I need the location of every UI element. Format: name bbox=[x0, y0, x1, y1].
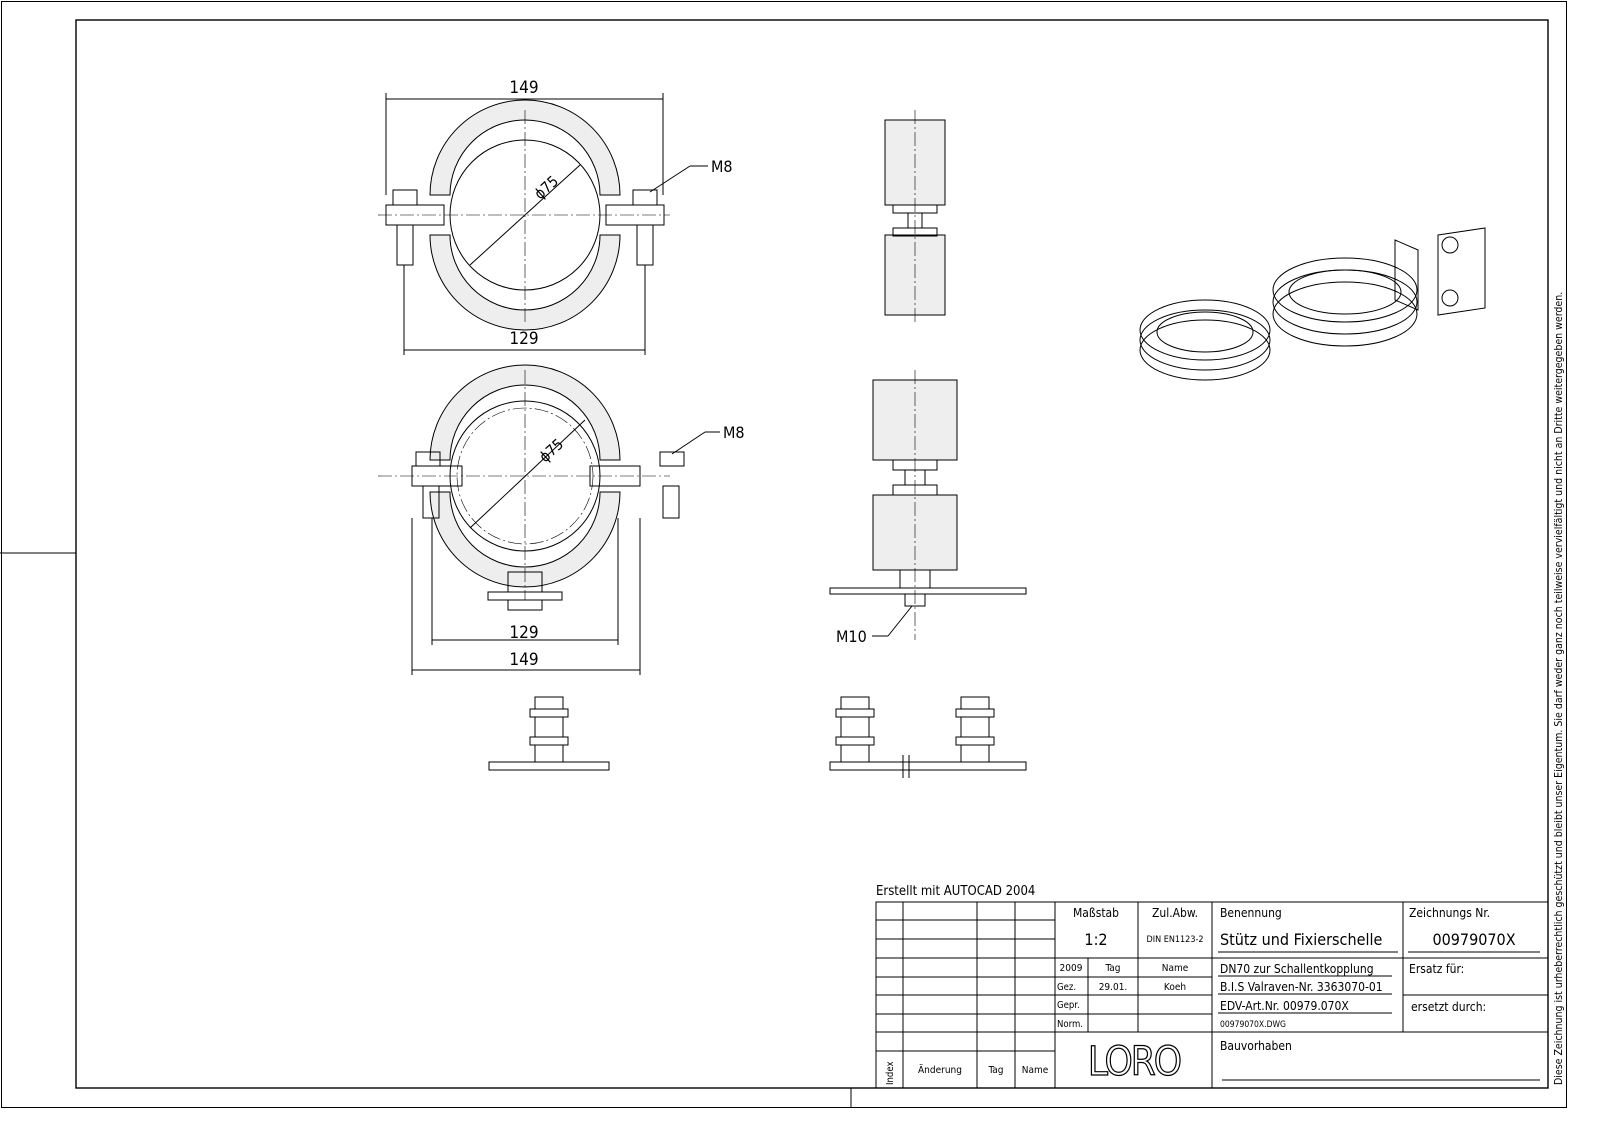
inner-frame bbox=[75, 19, 1549, 1089]
thread-m8-bottom: M8 bbox=[723, 423, 745, 442]
scale-label: Maßstab bbox=[1073, 906, 1119, 920]
title-block: Maßstab 1:2 Zul.Abw. DIN EN1123-2 Benenn… bbox=[875, 901, 1549, 1089]
drawing-no-value: 00979070X bbox=[1432, 930, 1515, 949]
clamp-side-view-bottom: M10 bbox=[829, 370, 1027, 646]
desc-line-2: B.I.S Valraven-Nr. 3363070-01 bbox=[1220, 980, 1383, 994]
norm-label: Norm. bbox=[1057, 1019, 1083, 1030]
desc-line-3: EDV-Art.Nr. 00979.070X bbox=[1220, 999, 1349, 1013]
replaced-by-label: ersetzt durch: bbox=[1411, 1000, 1486, 1014]
clamp-front-view-top: 149 ϕ75 M8 129 bbox=[378, 78, 733, 355]
loro-logo: LORO bbox=[1088, 1039, 1181, 1085]
replaces-label: Ersatz für: bbox=[1409, 962, 1464, 976]
dim-149-bottom: 149 bbox=[509, 650, 538, 670]
project-label: Bauvorhaben bbox=[1220, 1039, 1292, 1053]
clamp-side-view-top bbox=[884, 110, 946, 325]
dim-diameter-top: ϕ75 bbox=[531, 172, 562, 203]
tolerance-value: DIN EN1123-2 bbox=[1146, 935, 1203, 945]
rev-name-header: Name bbox=[1022, 1065, 1049, 1076]
rev-index-header: Index bbox=[885, 1061, 896, 1085]
year: 2009 bbox=[1060, 963, 1083, 974]
thread-m8-top: M8 bbox=[711, 157, 733, 176]
designation-value: Stütz und Fixierschelle bbox=[1220, 930, 1382, 949]
dim-149-top: 149 bbox=[509, 78, 538, 98]
checked-label: Gepr. bbox=[1057, 1000, 1080, 1011]
drawn-label: Gez. bbox=[1057, 982, 1076, 993]
copyright-notice: Diese Zeichnung ist urheberrechtlich ges… bbox=[1553, 292, 1565, 1085]
thread-m10: M10 bbox=[836, 627, 867, 646]
clamp-front-view-bottom: ϕ75 M8 129 149 bbox=[378, 364, 745, 675]
drawing-no-label: Zeichnungs Nr. bbox=[1409, 906, 1490, 920]
drawn-day: 29.01. bbox=[1099, 982, 1128, 993]
drawn-name: Koeh bbox=[1164, 982, 1186, 993]
rev-day-header: Tag bbox=[987, 1065, 1003, 1076]
tolerance-label: Zul.Abw. bbox=[1152, 906, 1198, 920]
desc-line-1: DN70 zur Schallentkopplung bbox=[1220, 962, 1374, 976]
base-plate-view-single bbox=[488, 696, 610, 771]
isometric-view bbox=[1139, 227, 1486, 381]
dim-129-bottom: 129 bbox=[509, 623, 538, 643]
rev-change-header: Änderung bbox=[918, 1063, 962, 1076]
dwg-file: 00979070X.DWG bbox=[1220, 1020, 1286, 1030]
scale-value: 1:2 bbox=[1084, 930, 1107, 949]
base-plate-view-double bbox=[829, 696, 1027, 778]
day-label: Tag bbox=[1104, 963, 1120, 974]
created-note: Erstellt mit AUTOCAD 2004 bbox=[876, 884, 1035, 899]
designation-label: Benennung bbox=[1220, 906, 1282, 920]
dim-129-top: 129 bbox=[509, 329, 538, 349]
outer-border bbox=[1, 1, 1567, 1108]
name-label: Name bbox=[1162, 963, 1189, 974]
